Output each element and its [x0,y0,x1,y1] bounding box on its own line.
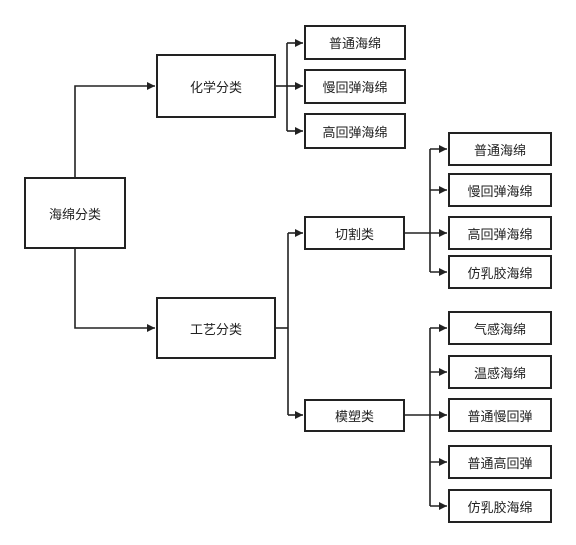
chemical-leaf-3: 高回弹海绵 [304,113,406,149]
cut-leaf-4: 仿乳胶海绵 [448,255,552,289]
root-node: 海绵分类 [24,177,126,249]
mold-group-node: 模塑类 [304,399,405,432]
mold-leaf-3: 普通慢回弹 [448,398,552,432]
cut-leaf-3: 高回弹海绵 [448,216,552,250]
cut-group-node: 切割类 [304,216,405,250]
mold-leaf-1: 气感海绵 [448,311,552,345]
process-category-node: 工艺分类 [156,297,276,359]
chemical-leaf-1: 普通海绵 [304,25,406,60]
mold-leaf-5: 仿乳胶海绵 [448,489,552,523]
chemical-leaf-2: 慢回弹海绵 [304,69,406,104]
connector-root-process [74,248,155,332]
mold-leaf-2: 温感海绵 [448,355,552,389]
cut-leaf-1: 普通海绵 [448,132,552,166]
mold-leaf-4: 普通高回弹 [448,445,552,479]
connector-root-chemical [74,82,155,178]
chemical-category-node: 化学分类 [156,54,276,118]
cut-leaf-2: 慢回弹海绵 [448,173,552,207]
